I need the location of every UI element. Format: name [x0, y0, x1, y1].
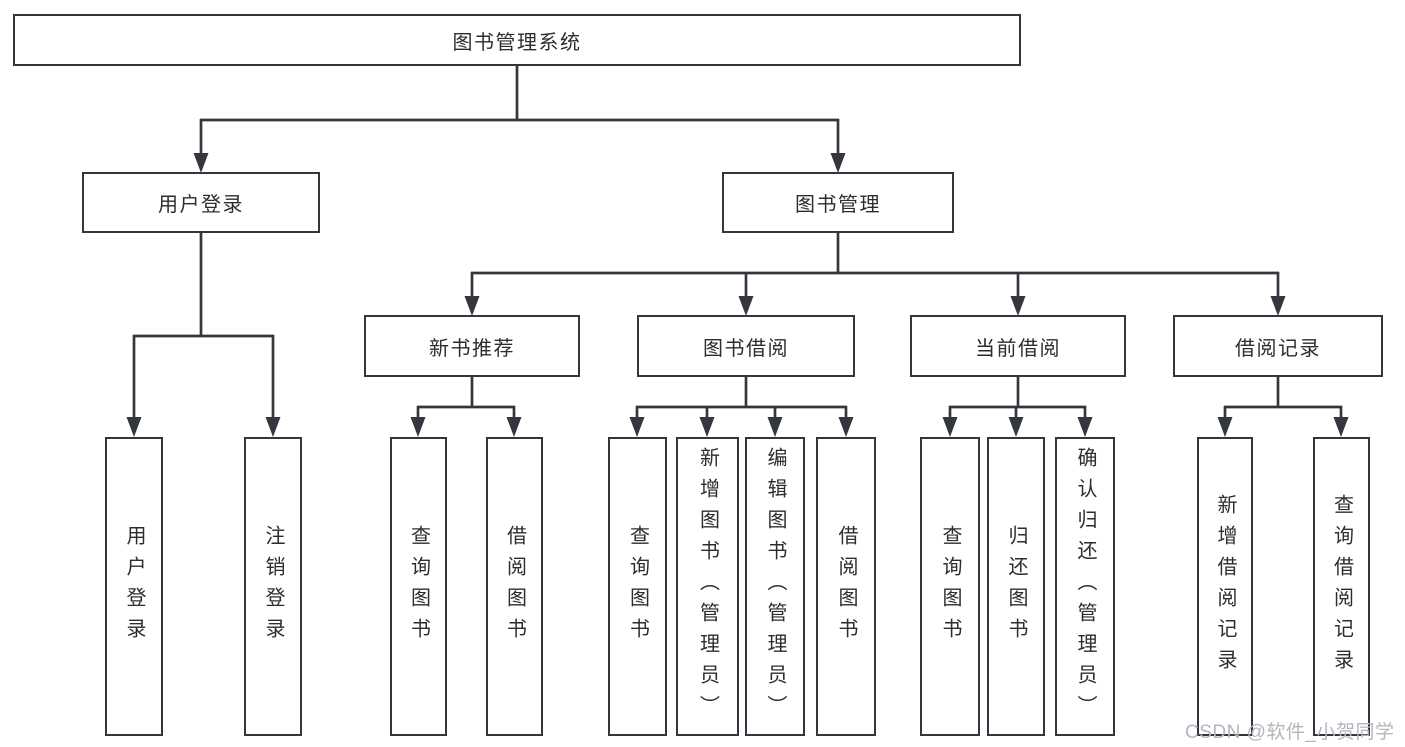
node-book-management: 图书管理 [722, 172, 954, 233]
node-user-login-label: 用户登录 [158, 194, 244, 216]
leaf-borrow-books-2-label: 借阅图书 [835, 524, 857, 649]
leaf-add-books-admin: 新增图书（管理员） [676, 437, 739, 736]
leaf-query-borrow-record-label: 查询借阅记录 [1330, 493, 1353, 680]
branch-root [193, 66, 846, 173]
leaf-logout-label: 注销登录 [262, 524, 284, 649]
leaf-return-books-label: 归还图书 [1005, 524, 1027, 649]
leaf-logout: 注销登录 [244, 437, 302, 736]
leaf-add-books-admin-label: 新增图书（管理员） [696, 447, 719, 726]
branch-borrowing-records [1217, 377, 1349, 437]
leaf-query-books-2-label: 查询图书 [626, 524, 649, 649]
leaf-query-books-2: 查询图书 [608, 437, 667, 736]
node-user-login: 用户登录 [82, 172, 320, 233]
node-borrowing-records-label: 借阅记录 [1235, 337, 1321, 360]
leaf-add-borrow-record: 新增借阅记录 [1197, 437, 1253, 736]
branch-book-borrowing [629, 377, 854, 437]
node-new-book-recommend-label: 新书推荐 [429, 337, 515, 360]
leaf-borrow-books-1: 借阅图书 [486, 437, 543, 736]
branch-book-management [464, 233, 1286, 316]
leaf-confirm-return-admin: 确认归还（管理员） [1055, 437, 1115, 736]
branch-current-borrowing [942, 377, 1093, 437]
branch-user-login [126, 233, 281, 437]
leaf-borrow-books-2: 借阅图书 [816, 437, 876, 736]
leaf-edit-books-admin-label: 编辑图书（管理员） [764, 447, 786, 726]
node-new-book-recommend: 新书推荐 [364, 315, 580, 377]
leaf-query-books-3: 查询图书 [920, 437, 980, 736]
node-book-borrowing: 图书借阅 [637, 315, 855, 377]
node-current-borrowing-label: 当前借阅 [975, 337, 1061, 360]
leaf-query-books-1: 查询图书 [390, 437, 447, 736]
leaf-user-login-label: 用户登录 [123, 524, 145, 649]
leaf-user-login: 用户登录 [105, 437, 163, 736]
node-root: 图书管理系统 [13, 14, 1021, 66]
branch-new-book-recommend [410, 377, 522, 437]
leaf-query-books-3-label: 查询图书 [939, 524, 961, 649]
node-root-label: 图书管理系统 [452, 31, 582, 54]
leaf-query-borrow-record: 查询借阅记录 [1313, 437, 1370, 736]
node-book-management-label: 图书管理 [795, 194, 881, 216]
leaf-borrow-books-1-label: 借阅图书 [503, 524, 526, 649]
leaf-confirm-return-admin-label: 确认归还（管理员） [1074, 447, 1096, 726]
csdn-watermark: CSDN @软件_小贺同学 [1185, 722, 1395, 743]
leaf-return-books: 归还图书 [987, 437, 1045, 736]
node-borrowing-records: 借阅记录 [1173, 315, 1383, 377]
node-book-borrowing-label: 图书借阅 [703, 337, 789, 360]
leaf-query-books-1-label: 查询图书 [407, 524, 430, 649]
leaf-add-borrow-record-label: 新增借阅记录 [1214, 493, 1236, 680]
leaf-edit-books-admin: 编辑图书（管理员） [745, 437, 805, 736]
node-current-borrowing: 当前借阅 [910, 315, 1126, 377]
